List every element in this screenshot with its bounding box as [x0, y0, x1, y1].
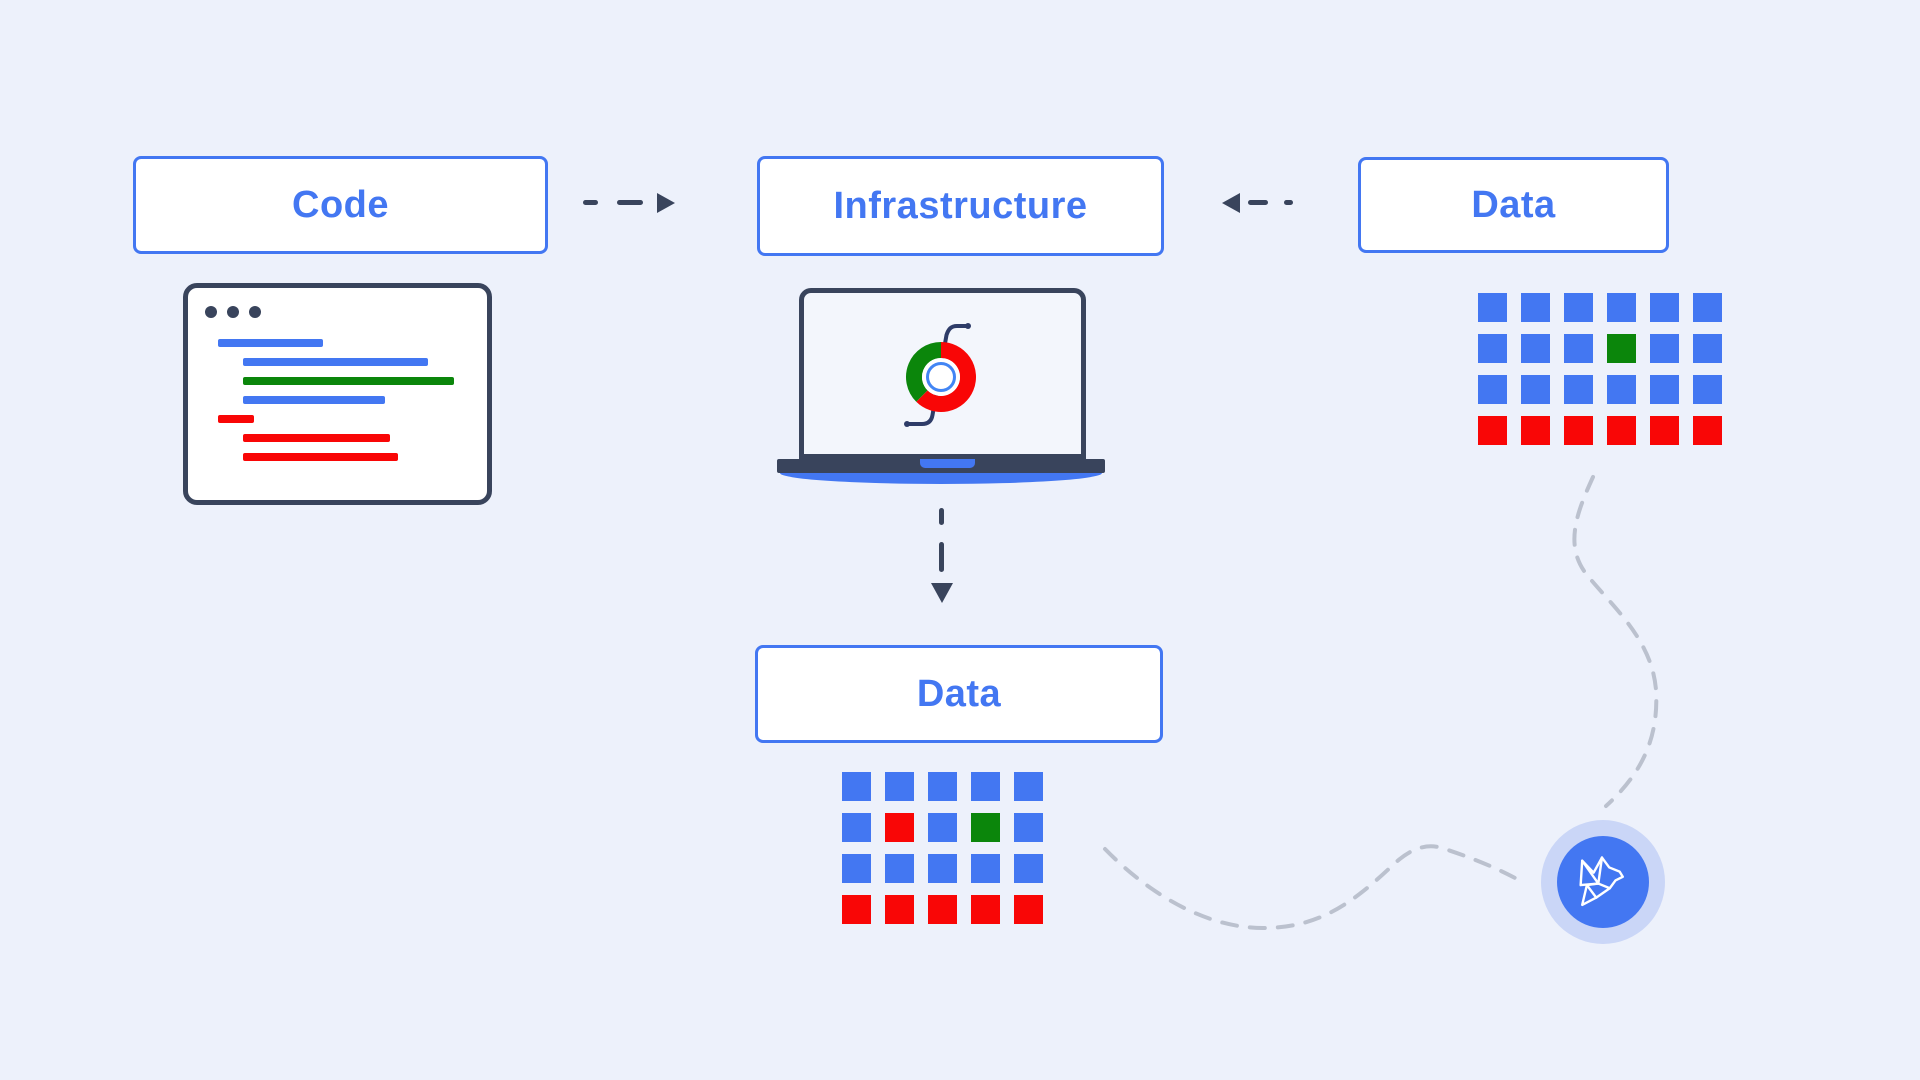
grid-cell-blue — [928, 772, 957, 801]
code-line-red — [243, 434, 390, 442]
grid-cell-blue — [971, 772, 1000, 801]
bird-badge — [1557, 836, 1649, 928]
grid-cell-red — [1650, 416, 1679, 445]
window-dots — [205, 306, 261, 318]
grid-cell-blue — [842, 772, 871, 801]
bird-badge-halo — [1541, 820, 1665, 944]
grid-cell-blue — [928, 854, 957, 883]
grid-cell-blue — [1693, 293, 1722, 322]
code-line-red — [218, 415, 254, 423]
grid-cell-red — [971, 895, 1000, 924]
grid-cell-blue — [1014, 813, 1043, 842]
grid-cell-blue — [1693, 375, 1722, 404]
grid-cell-blue — [1521, 375, 1550, 404]
grid-cell-blue — [1521, 293, 1550, 322]
arrow-dash — [617, 200, 643, 205]
grid-cell-red — [1521, 416, 1550, 445]
grid-cell-blue — [1478, 375, 1507, 404]
connector-output-grid-to-bird — [1103, 844, 1519, 931]
code-line-red — [243, 453, 398, 461]
grid-cell-green — [971, 813, 1000, 842]
grid-cell-red — [1607, 416, 1636, 445]
grid-cell-blue — [1607, 375, 1636, 404]
grid-cell-red — [842, 895, 871, 924]
grid-cell-blue — [1478, 334, 1507, 363]
grid-cell-red — [1693, 416, 1722, 445]
arrow-dash — [1284, 200, 1293, 205]
arrow-head-right-icon — [657, 193, 675, 213]
origami-bird-icon — [1579, 856, 1624, 907]
node-data-output-label: Data — [916, 672, 1002, 715]
node-code-label: Code — [292, 183, 389, 226]
grid-cell-red — [1478, 416, 1507, 445]
grid-cell-blue — [1014, 772, 1043, 801]
data-grid-output — [842, 772, 1043, 924]
laptop-notch — [920, 459, 975, 468]
donut-sync-logo — [904, 323, 976, 427]
node-data-output: Data — [755, 645, 1163, 743]
code-line-blue — [243, 396, 385, 404]
node-infrastructure: Infrastructure — [757, 156, 1164, 256]
laptop-icon — [777, 288, 1105, 484]
arrow-dash — [939, 508, 944, 525]
window-dot — [205, 306, 217, 318]
window-dot — [249, 306, 261, 318]
grid-cell-blue — [885, 854, 914, 883]
grid-cell-blue — [842, 813, 871, 842]
grid-cell-blue — [885, 772, 914, 801]
code-line-green — [243, 377, 454, 385]
grid-cell-blue — [1607, 293, 1636, 322]
grid-cell-blue — [1014, 854, 1043, 883]
node-data-source-label: Data — [1471, 183, 1556, 226]
grid-cell-red — [1014, 895, 1043, 924]
arrow-dash — [939, 542, 944, 572]
grid-cell-blue — [1650, 375, 1679, 404]
node-infrastructure-label: Infrastructure — [833, 184, 1088, 227]
node-code: Code — [133, 156, 548, 254]
laptop-underside — [780, 473, 1102, 484]
code-editor-window-icon — [183, 283, 492, 505]
code-line-blue — [243, 358, 428, 366]
grid-cell-green — [1607, 334, 1636, 363]
grid-cell-blue — [928, 813, 957, 842]
grid-cell-blue — [1564, 293, 1593, 322]
arrow-head-down-icon — [931, 583, 953, 603]
grid-cell-blue — [1693, 334, 1722, 363]
grid-cell-blue — [1564, 375, 1593, 404]
arrow-dash — [1248, 200, 1268, 205]
data-grid-source — [1478, 293, 1722, 445]
node-data-source: Data — [1358, 157, 1669, 253]
connector-source-grid-to-bird — [1572, 475, 1659, 808]
grid-cell-red — [1564, 416, 1593, 445]
code-line-blue — [218, 339, 323, 347]
window-dot — [227, 306, 239, 318]
grid-cell-red — [928, 895, 957, 924]
grid-cell-blue — [1650, 334, 1679, 363]
arrow-dash — [583, 200, 598, 205]
grid-cell-blue — [1564, 334, 1593, 363]
grid-cell-blue — [842, 854, 871, 883]
grid-cell-blue — [1521, 334, 1550, 363]
grid-cell-blue — [971, 854, 1000, 883]
grid-cell-blue — [1478, 293, 1507, 322]
grid-cell-red — [885, 895, 914, 924]
grid-cell-blue — [1650, 293, 1679, 322]
arrow-head-left-icon — [1222, 193, 1240, 213]
grid-cell-red — [885, 813, 914, 842]
